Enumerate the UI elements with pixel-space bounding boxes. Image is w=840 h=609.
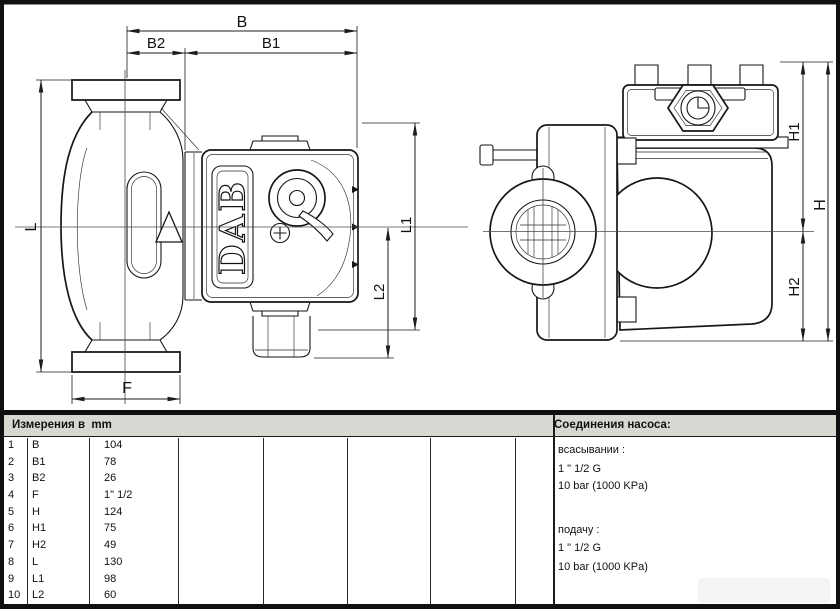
table-section-divider [553, 415, 555, 604]
dimension-annotations: B B2 B1 L F L1 L2 H1 H2 H [23, 14, 833, 404]
suction-label: всасывании : [558, 444, 626, 456]
cable-connector [252, 316, 311, 358]
row-label: H2 [32, 539, 47, 552]
row-value: 49 [104, 539, 117, 552]
table-column-divider [178, 438, 179, 604]
row-value: 124 [104, 505, 123, 518]
row-value: 26 [104, 472, 117, 485]
faint-watermark [698, 578, 830, 603]
pump-front-view: DAB [60, 79, 359, 373]
table-row: 6 H1 75 [4, 520, 553, 537]
pump-side-view [479, 64, 789, 341]
table-row: 8 L 130 [4, 554, 553, 571]
cover-screw-icon [269, 222, 291, 244]
row-number: 10 [8, 589, 21, 602]
row-number: 8 [8, 555, 15, 568]
row-number: 7 [8, 539, 15, 552]
table-title-measurements: Измерения в mm [12, 419, 112, 431]
dim-label-h1: H1 [786, 122, 803, 141]
row-label: F [32, 489, 39, 502]
row-number: 5 [8, 505, 15, 518]
dim-label-l2: L2 [371, 284, 388, 301]
row-number: 3 [8, 472, 15, 485]
row-value: 130 [104, 555, 123, 568]
row-label: H [32, 505, 40, 518]
table-row: 2 B1 78 [4, 454, 553, 471]
dim-label-b: B [237, 14, 248, 31]
table-row: 4 F 1" 1/2 [4, 487, 553, 504]
suction-pressure: 10 bar (1000 KPa) [558, 480, 648, 492]
cable-gland-nut [654, 84, 746, 132]
table-column-divider [347, 438, 348, 604]
delivery-pressure: 10 bar (1000 KPa) [558, 561, 648, 573]
table-row: 10 L2 60 [4, 587, 553, 604]
delivery-label: подачу : [558, 524, 600, 536]
row-label: B1 [32, 455, 46, 468]
dim-label-l1: L1 [398, 217, 415, 234]
delivery-thread: 1 " 1/2 G [558, 542, 602, 554]
table-row: 3 B2 26 [4, 470, 553, 487]
dim-label-f: F [122, 380, 132, 397]
row-number: 6 [8, 522, 15, 535]
selector-lever [298, 210, 334, 242]
row-value: 98 [104, 572, 117, 585]
row-label: B [32, 439, 40, 451]
suction-thread: 1 " 1/2 G [558, 463, 602, 475]
row-label: L2 [32, 589, 45, 602]
table-header-row: Измерения в mm Соединения насоса: [4, 415, 836, 437]
table-row: 1 B 104 [4, 437, 553, 454]
row-label: B2 [32, 472, 46, 485]
table-row: 9 L1 98 [4, 571, 553, 588]
table-title-connections: Соединения насоса: [554, 419, 671, 431]
dim-label-l: L [23, 222, 40, 231]
dim-label-b1: B1 [262, 35, 280, 52]
row-label: L1 [32, 572, 45, 585]
dim-label-h: H [812, 199, 829, 211]
table-column-divider [263, 438, 264, 604]
table-column-divider [89, 438, 90, 604]
row-number: 4 [8, 489, 15, 502]
centerlines [15, 70, 814, 404]
row-label: L [32, 555, 39, 568]
dim-label-h2: H2 [786, 277, 803, 296]
row-label: H1 [32, 522, 47, 535]
row-value: 75 [104, 522, 117, 535]
speed-selector-knob [268, 169, 334, 242]
table-column-divider [430, 438, 431, 604]
row-value: 60 [104, 589, 117, 602]
table-row: 5 H 124 [4, 504, 553, 521]
dim-label-b2: B2 [147, 35, 165, 52]
row-value: 1" 1/2 [104, 489, 133, 502]
row-value: 78 [104, 455, 117, 468]
row-value: 104 [104, 439, 123, 451]
table-column-divider [515, 438, 516, 604]
table-column-divider [27, 438, 28, 604]
row-number: 2 [8, 455, 15, 468]
row-number: 1 [8, 439, 15, 451]
row-number: 9 [8, 572, 15, 585]
table-row: 7 H2 49 [4, 537, 553, 554]
